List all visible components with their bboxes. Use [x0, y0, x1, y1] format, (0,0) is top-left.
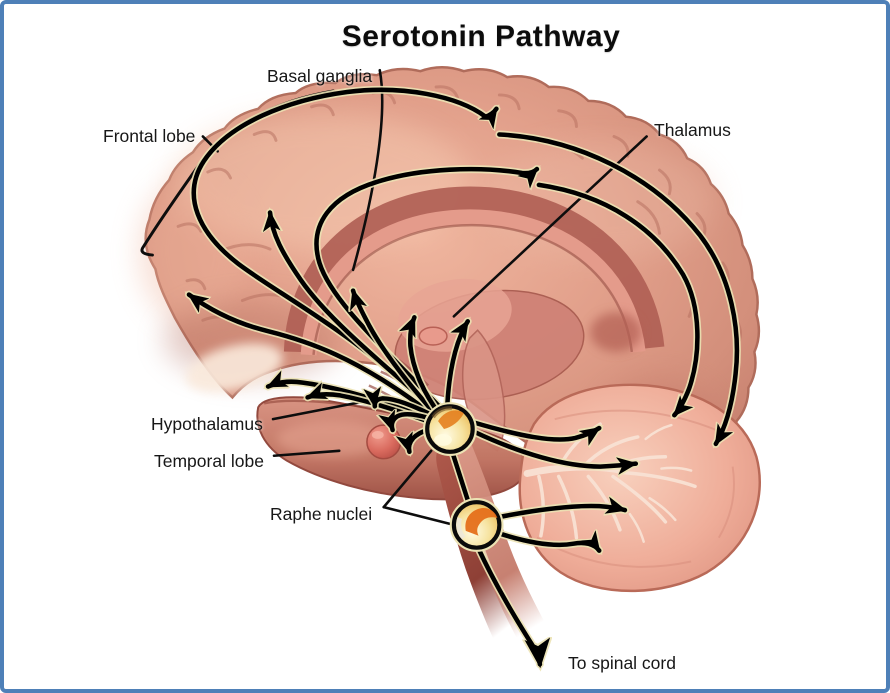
pathway-arrow-to-hypothalamus-2 — [378, 409, 444, 433]
thalamus-region — [368, 278, 642, 452]
raphe-nucleus-marker-lower — [449, 497, 504, 552]
label-raphe-nuclei: Raphe nuclei — [270, 504, 373, 524]
figure-title: Serotonin Pathway — [341, 20, 621, 53]
label-temporal-lobe: Temporal lobe — [154, 451, 264, 471]
pathway-arrow-to-hypothalamus-1 — [363, 386, 441, 421]
pathway-arrow-to-thalamus-right — [444, 319, 471, 415]
label-to-spinal-cord: To spinal cord — [568, 653, 676, 673]
pathway-arrow-to-cerebellum-2 — [472, 429, 639, 475]
label-thalamus: Thalamus — [654, 120, 731, 140]
pathway-arrow-to-cingulate-inner — [314, 166, 540, 410]
label-basal-ganglia: Basal ganglia — [267, 66, 373, 86]
pathway-arrow-to-frontal-lower — [186, 292, 437, 419]
raphe-nucleus-marker-upper — [423, 402, 477, 456]
pathway-arrow-raphe-connector — [449, 448, 471, 506]
pathway-arrow-to-thalamus-left — [398, 315, 444, 419]
raphe-leader-upper — [382, 449, 433, 509]
raphe-leader-lower — [382, 505, 456, 527]
serotonin-pathway-arrows — [186, 85, 741, 669]
pathway-arrow-to-frontal-mid — [262, 210, 440, 414]
pathway-arrow-to-occipital-inner — [536, 182, 700, 418]
brain-illustration — [138, 66, 761, 689]
hypothalamus-highlight — [371, 431, 384, 439]
pathway-arrow-to-cerebellum-4 — [495, 530, 602, 553]
label-hypothalamus: Hypothalamus — [151, 414, 263, 434]
pathway-arrow-to-occipital-outer — [497, 132, 740, 447]
temporal-lobe-leader — [272, 449, 341, 458]
pathway-arrow-to-cerebellum-1 — [470, 419, 602, 446]
label-frontal-lobe: Frontal lobe — [103, 126, 196, 146]
anterior-commissure — [418, 326, 448, 346]
pathway-arrow-to-basal-ganglia — [349, 288, 440, 419]
pathway-arrow-to-spinal-cord — [475, 544, 551, 669]
pathway-arrow-to-frontal-cortex-outer — [191, 87, 499, 416]
pathway-arrow-to-cerebellum-3 — [497, 496, 628, 520]
